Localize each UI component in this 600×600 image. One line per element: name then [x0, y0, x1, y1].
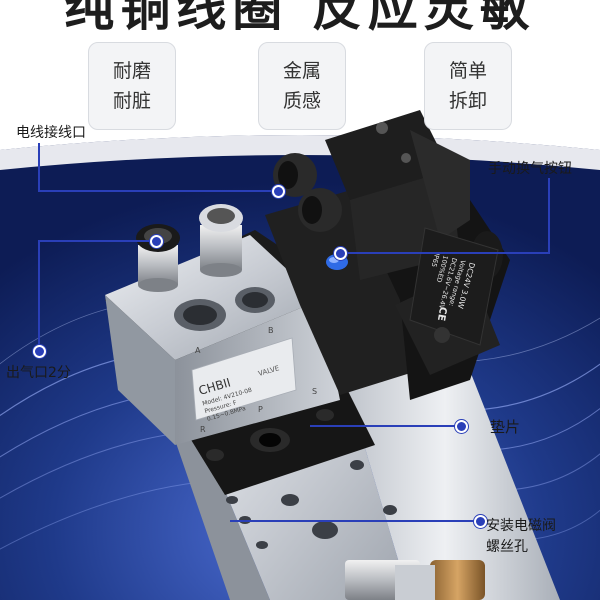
callout-dot	[272, 185, 285, 198]
feature-line: 耐磨	[112, 60, 151, 82]
feature-line: 质感	[282, 90, 321, 112]
callout-line	[310, 425, 460, 427]
callout-gasket: 垫片	[490, 418, 521, 436]
callout-line	[38, 240, 40, 350]
callout-dot	[33, 345, 46, 358]
callout-line	[230, 520, 480, 522]
feature-metal-texture: 金属 质感	[258, 42, 346, 130]
feature-wear-resistant: 耐磨 耐脏	[88, 42, 176, 130]
callout-line	[38, 240, 156, 242]
callout-dot	[150, 235, 163, 248]
callout-line	[340, 252, 550, 254]
callout-dot	[334, 247, 347, 260]
feature-easy-removal: 简单 拆卸	[424, 42, 512, 130]
feature-line: 简单	[448, 60, 487, 82]
callout-line	[38, 143, 40, 191]
callout-outlet: 出气口2分	[6, 365, 71, 381]
feature-line: 金属	[282, 60, 321, 82]
callout-dot	[455, 420, 468, 433]
callout-mount-holes-line1: 安装电磁阀	[486, 518, 556, 534]
callout-manual-button: 手动换气按钮	[488, 161, 572, 177]
feature-line: 拆卸	[448, 90, 487, 112]
callout-dot	[474, 515, 487, 528]
callout-line	[548, 178, 550, 253]
callout-line	[38, 190, 278, 192]
callout-wire-port: 电线接线口	[16, 125, 86, 141]
callout-mount-holes-line2: 螺丝孔	[486, 539, 528, 555]
banner-title: 纯铜线圈 反应灵敏	[64, 0, 536, 37]
feature-line: 耐脏	[112, 90, 151, 112]
